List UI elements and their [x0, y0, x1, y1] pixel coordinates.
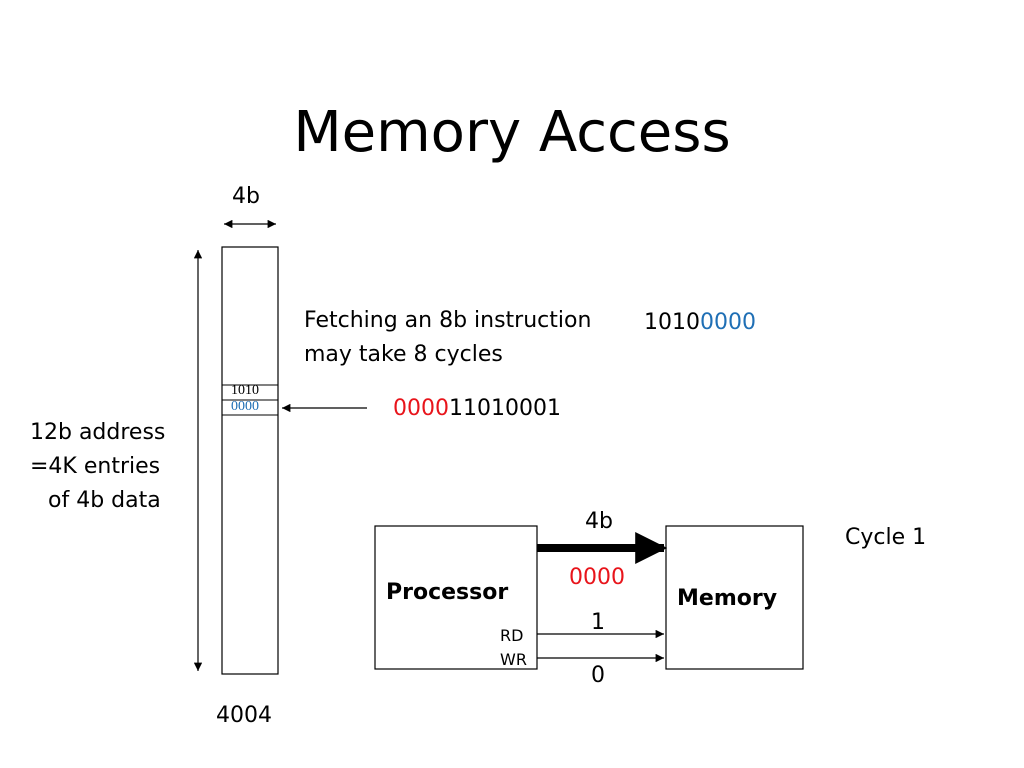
memory-column: [221, 246, 279, 675]
cycle-label: Cycle 1: [845, 525, 927, 550]
rd-value: 1: [591, 610, 605, 635]
address-note-line2: =4K entries: [30, 454, 161, 479]
instruction-suffix: 0000: [700, 310, 756, 335]
fetch-note-line1: Fetching an 8b instruction: [304, 308, 592, 333]
memory-label: Memory: [677, 586, 778, 611]
data-width-label: 4b: [585, 509, 613, 534]
address-note-line3: of 4b data: [48, 488, 161, 513]
processor-label: Processor: [386, 580, 509, 605]
bottom-address: 4004: [216, 703, 272, 728]
address-suffix: 11010001: [449, 396, 561, 421]
width-label: 4b: [232, 184, 260, 209]
memory-box: [665, 525, 804, 670]
slide-title: Memory Access: [293, 100, 731, 165]
address-note-line1: 12b address: [30, 420, 166, 445]
processor-box: [374, 525, 538, 670]
instruction-value: 10100000: [644, 312, 756, 334]
memory-entry-bottom: 0000: [231, 399, 259, 414]
instruction-prefix: 1010: [644, 310, 700, 335]
fetch-note-line2: may take 8 cycles: [304, 342, 503, 367]
rd-label: RD: [500, 626, 524, 645]
address-value: 000011010001: [393, 398, 561, 420]
data-value: 0000: [569, 565, 625, 590]
memory-entry-top: 1010: [231, 383, 259, 398]
wr-label: WR: [500, 650, 527, 669]
address-prefix: 0000: [393, 396, 449, 421]
wr-value: 0: [591, 663, 605, 688]
